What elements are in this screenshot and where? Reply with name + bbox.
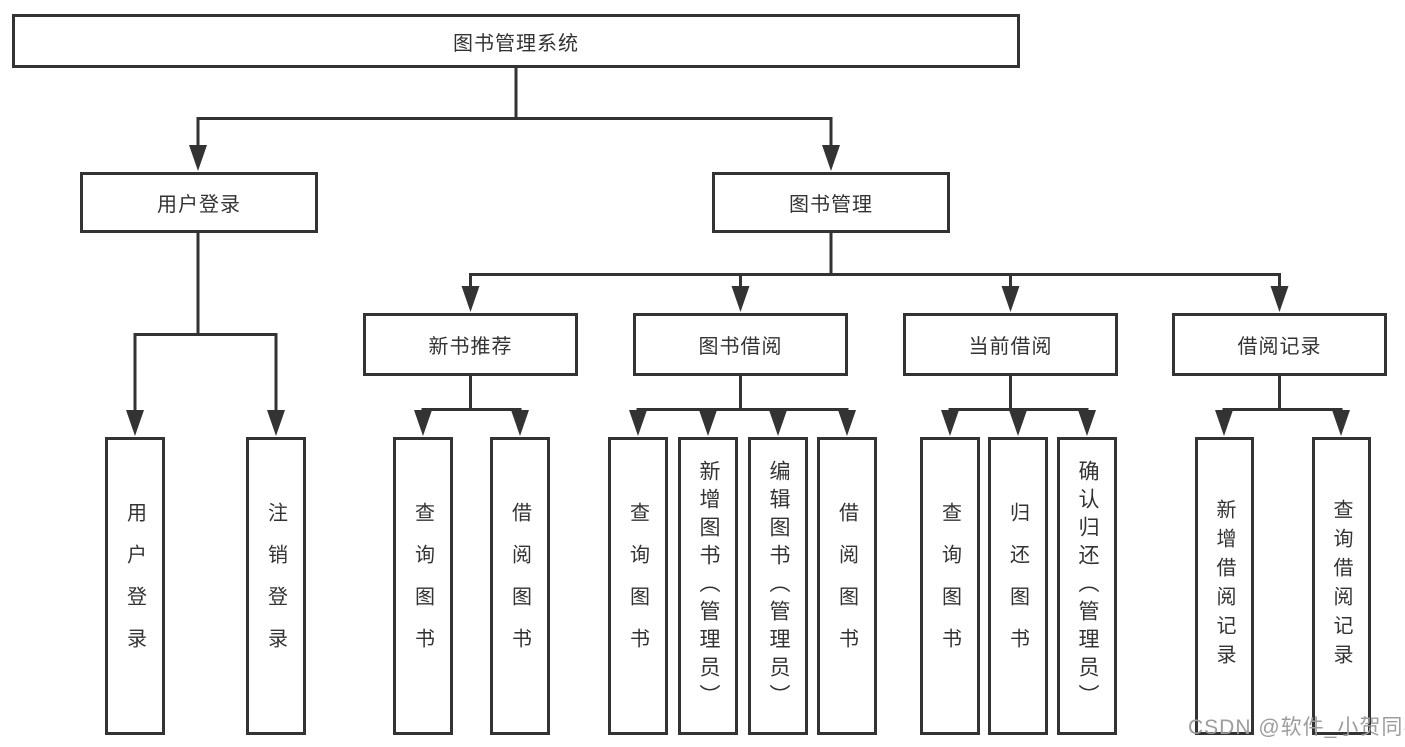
leaf-borrow-borrow-books: 借阅图书 xyxy=(817,437,877,735)
arrow-down-icon xyxy=(838,410,856,436)
leaf-newbook-query-books: 查询图书 xyxy=(393,437,453,735)
node-root-library-system: 图书管理系统 xyxy=(12,14,1020,68)
node-current-borrowing: 当前借阅 xyxy=(903,313,1118,376)
arrow-down-icon xyxy=(126,410,144,436)
leaf-logout: 注销登录 xyxy=(246,437,306,735)
leaf-records-add-record: 新增借阅记录 xyxy=(1195,437,1254,735)
arrow-down-icon xyxy=(769,410,787,436)
arrow-down-icon xyxy=(267,410,285,436)
leaf-current-return-books: 归还图书 xyxy=(988,437,1048,735)
node-book-management: 图书管理 xyxy=(712,172,950,233)
node-new-book-recommend: 新书推荐 xyxy=(363,313,578,376)
node-borrowing-records: 借阅记录 xyxy=(1172,313,1387,376)
leaf-newbook-borrow-books: 借阅图书 xyxy=(490,437,550,735)
leaf-borrow-edit-books-admin: 编辑图书（管理员） xyxy=(748,437,808,735)
arrow-down-icon xyxy=(822,145,840,171)
arrow-down-icon xyxy=(1009,410,1027,436)
arrow-down-icon xyxy=(699,410,717,436)
leaf-current-confirm-return-admin: 确认归还（管理员） xyxy=(1057,437,1117,735)
arrow-down-icon xyxy=(731,286,750,312)
arrow-down-icon xyxy=(629,410,647,436)
leaf-borrow-query-books: 查询图书 xyxy=(608,437,668,735)
leaf-user-login: 用户登录 xyxy=(105,437,165,735)
node-user-login: 用户登录 xyxy=(80,172,318,233)
arrow-down-icon xyxy=(189,145,207,171)
arrow-down-icon xyxy=(1078,410,1096,436)
arrow-down-icon xyxy=(1001,286,1020,312)
arrow-down-icon xyxy=(511,410,529,436)
arrow-down-icon xyxy=(461,286,480,312)
arrow-down-icon xyxy=(941,410,959,436)
watermark-text: CSDN @软件_小贺同学 xyxy=(1188,716,1405,739)
node-book-borrowing: 图书借阅 xyxy=(633,313,848,376)
leaf-current-query-books: 查询图书 xyxy=(920,437,980,735)
leaf-records-query-record: 查询借阅记录 xyxy=(1312,437,1371,735)
arrow-down-icon xyxy=(1270,286,1289,312)
arrow-down-icon xyxy=(1215,410,1233,436)
leaf-borrow-add-books-admin: 新增图书（管理员） xyxy=(678,437,738,735)
arrow-down-icon xyxy=(1332,410,1350,436)
arrow-down-icon xyxy=(414,410,432,436)
